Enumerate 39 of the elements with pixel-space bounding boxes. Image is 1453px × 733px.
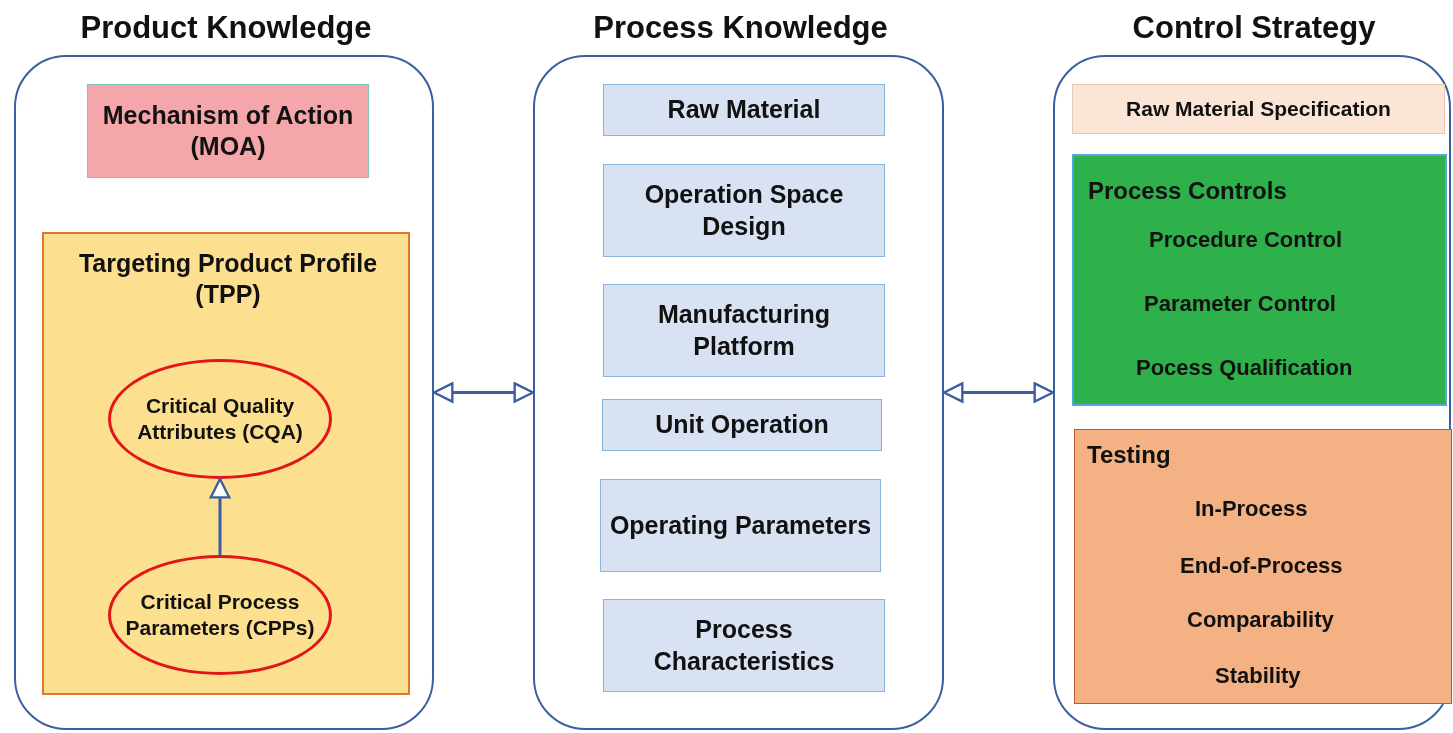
group-heading: Process Controls <box>1088 176 1287 206</box>
list-item: Procedure Control <box>1149 226 1343 254</box>
group-box <box>1074 429 1452 704</box>
box-label: Mechanism of Action (MOA) <box>101 99 355 162</box>
group-box <box>1072 154 1447 406</box>
list-item: Pocess Qualification <box>1136 354 1353 382</box>
ellipse-label: Critical Quality Attributes (CQA) <box>136 392 304 445</box>
ellipse-node <box>108 359 332 479</box>
box-label: Raw Material <box>666 94 822 126</box>
box-heading: Targeting Product Profile (TPP) <box>77 248 379 311</box>
process-box <box>87 84 369 178</box>
box-label: Unit Operation <box>654 409 830 441</box>
list-item: Comparability <box>1187 606 1334 634</box>
panel-heading: Product Knowledge <box>79 9 373 47</box>
panel-heading: Process Knowledge <box>592 9 889 47</box>
list-item: In-Process <box>1195 495 1308 523</box>
list-item: Stability <box>1215 662 1301 690</box>
process-box <box>603 284 885 377</box>
list-item: End-of-Process <box>1180 552 1343 580</box>
double-arrow <box>942 382 1055 403</box>
box-label: Operating Parameters <box>608 509 873 541</box>
process-box <box>1072 84 1445 134</box>
process-box <box>603 84 885 136</box>
group-heading: Testing <box>1087 440 1171 470</box>
box-label: Manufacturing Platform <box>656 299 832 362</box>
arrow <box>209 477 231 555</box>
box-label: Raw Material Specification <box>1125 95 1392 122</box>
process-box <box>603 599 885 692</box>
panel-heading: Control Strategy <box>1131 9 1377 47</box>
profile-box <box>42 232 410 695</box>
list-item: Parameter Control <box>1144 290 1336 318</box>
double-arrow <box>432 382 535 403</box>
ellipse-node <box>108 555 332 675</box>
ellipse-label: Critical Process Parameters (CPPs) <box>124 588 316 641</box>
process-box <box>603 164 885 257</box>
process-box <box>600 479 881 572</box>
process-box <box>602 399 882 451</box>
box-label: Operation Space Design <box>643 179 845 242</box>
box-label: Process Characteristics <box>652 614 836 677</box>
